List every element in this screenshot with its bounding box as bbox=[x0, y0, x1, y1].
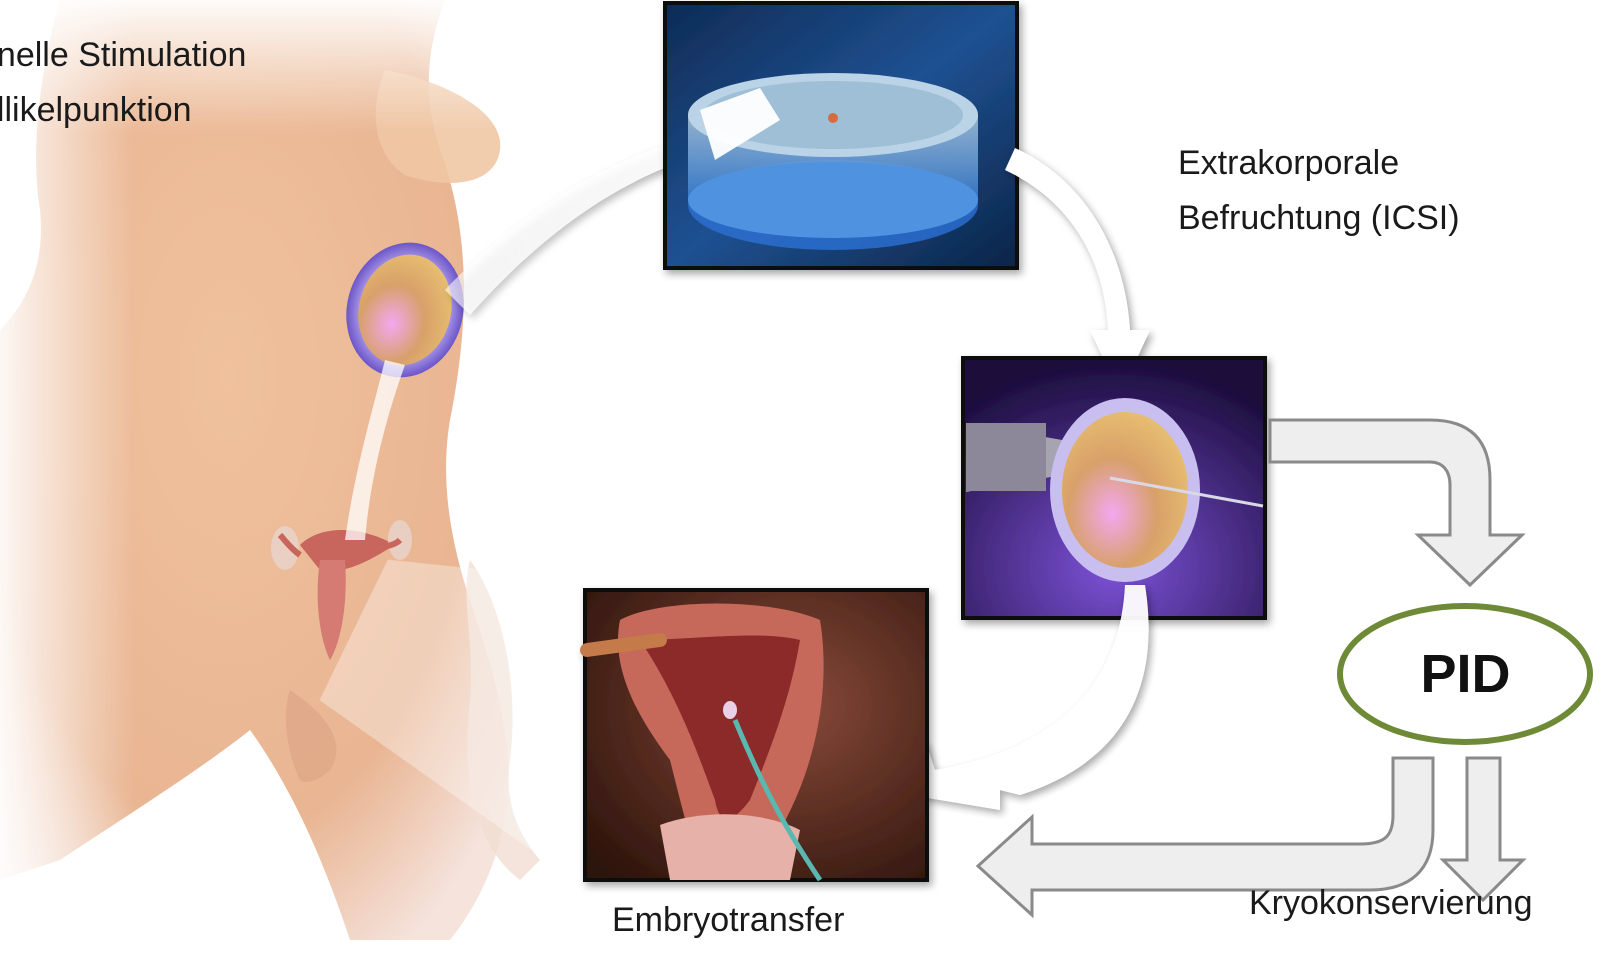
label-stimulation-line2: ollikelpunktion bbox=[0, 83, 246, 138]
label-stimulation: onelle Stimulation ollikelpunktion bbox=[0, 28, 246, 138]
icsi-panel bbox=[963, 358, 1265, 618]
label-icsi: Extrakorporale Befruchtung (ICSI) bbox=[1178, 136, 1460, 246]
body-illustration bbox=[0, 0, 580, 971]
pid-label: PID bbox=[1338, 634, 1593, 714]
uterus-panel bbox=[585, 590, 927, 880]
arrow-icsi-to-pid bbox=[1270, 420, 1522, 585]
label-icsi-line2: Befruchtung (ICSI) bbox=[1178, 191, 1460, 246]
label-kryokonservierung: Kryokonservierung bbox=[1249, 876, 1532, 931]
label-embryotransfer: Embryotransfer bbox=[612, 893, 844, 948]
label-icsi-line1: Extrakorporale bbox=[1178, 136, 1460, 191]
label-stimulation-line1: onelle Stimulation bbox=[0, 28, 246, 83]
